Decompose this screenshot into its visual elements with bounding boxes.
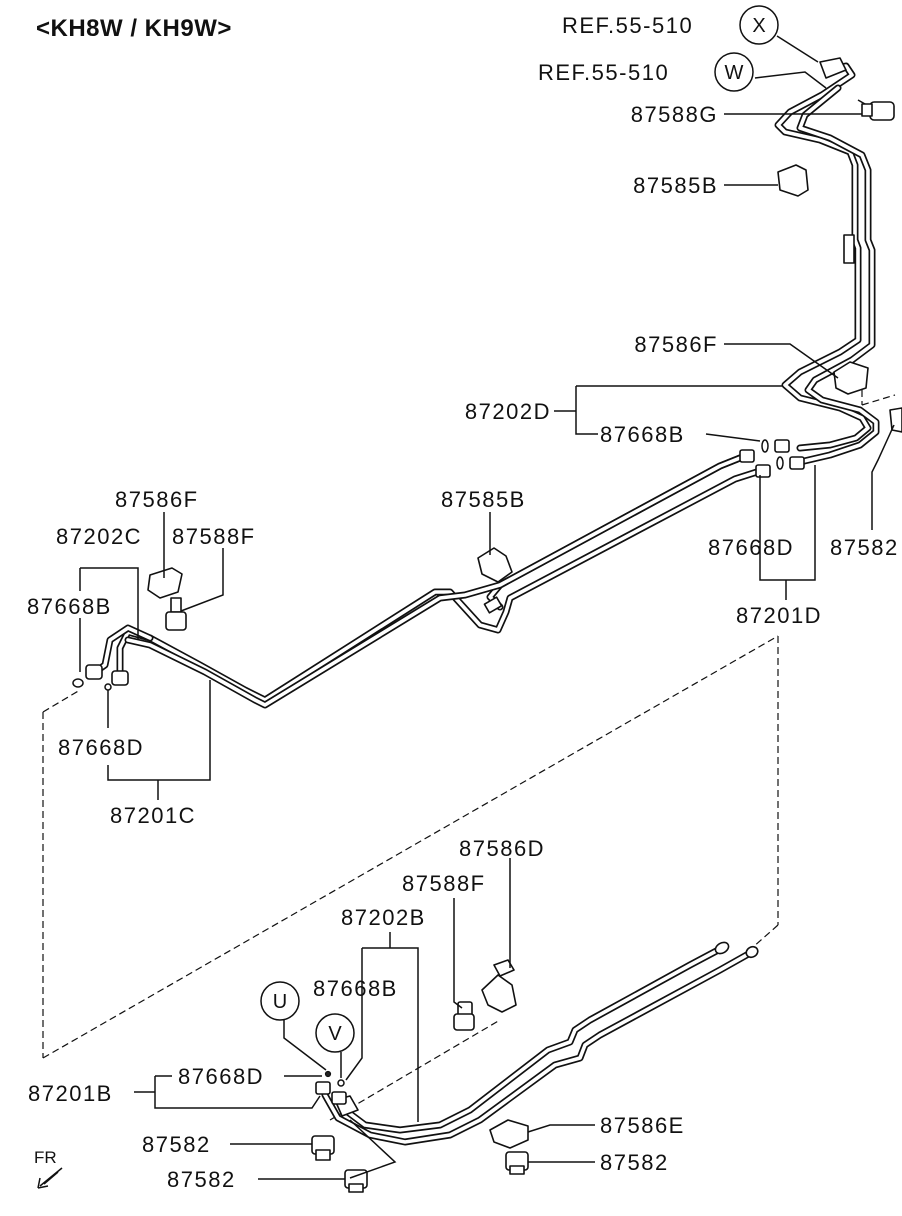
callout-v-letter: V	[328, 1023, 342, 1045]
clip-87585B-top-icon	[777, 164, 809, 197]
parts	[72, 57, 902, 1193]
bolt-87588F-bottom-icon	[453, 1001, 475, 1031]
o-ring-icon	[104, 683, 112, 691]
pipe-fitting	[745, 945, 759, 959]
ref-label-x: REF.55-510	[562, 13, 693, 38]
o-ring-icon	[72, 678, 84, 688]
clip-87586D-icon	[481, 974, 517, 1013]
clip-87586E-icon	[489, 1119, 529, 1149]
label-87585B-top: 87585B	[633, 173, 718, 198]
label-87668B-bottom: 87668B	[313, 976, 398, 1001]
label-87588F-left: 87588F	[172, 524, 256, 549]
fitting-87668B-left	[85, 664, 103, 680]
label-87668D-right: 87668D	[708, 535, 794, 560]
o-ring-icon	[761, 439, 769, 453]
clip-87586D-tab	[493, 959, 515, 977]
label-87668D-left: 87668D	[58, 735, 144, 760]
fitting-87668B-right	[774, 439, 790, 453]
callout-u-letter: U	[273, 991, 287, 1013]
label-87585B-mid: 87585B	[441, 487, 526, 512]
label-87586F-right: 87586F	[634, 332, 718, 357]
diagram-title: <KH8W / KH9W>	[36, 15, 232, 42]
nut-87582-c-icon	[505, 1151, 529, 1175]
leader-lines	[79, 35, 895, 1180]
ref-callout-w	[714, 52, 754, 92]
o-ring-icon	[776, 456, 784, 470]
phantom-lines	[42, 390, 896, 1121]
label-87582-a: 87582	[142, 1132, 211, 1157]
flare-nut	[739, 449, 755, 463]
label-87668D-bottom: 87668D	[178, 1064, 264, 1089]
label-87582-right: 87582	[830, 535, 899, 560]
label-87201B: 87201B	[28, 1081, 113, 1106]
clip-87586F-left-icon	[147, 567, 183, 599]
nut-87582-a-icon	[311, 1135, 335, 1161]
pipe-assembly-lower	[321, 941, 759, 1146]
ref-letter-x: X	[752, 15, 765, 37]
ref-callout-x	[739, 5, 779, 45]
label-87588F-bottom: 87588F	[402, 871, 486, 896]
label-87586F-left: 87586F	[115, 487, 199, 512]
o-ring-icon	[337, 1079, 345, 1087]
callout-u	[260, 981, 300, 1021]
bolt-87588G-icon	[857, 99, 895, 121]
direction-arrow-icon	[37, 1167, 63, 1189]
clip-87586F-right-icon	[833, 361, 869, 395]
callout-v	[315, 1013, 355, 1053]
flare-nut	[755, 464, 771, 478]
label-87586D: 87586D	[459, 836, 545, 861]
part-labels: 87588G 87585B 87586F 87202D 87668B 87668…	[27, 102, 899, 1192]
pipe-sleeve	[483, 596, 503, 614]
label-87202C: 87202C	[56, 524, 142, 549]
label-87588G: 87588G	[631, 102, 718, 127]
fitting-87668D-right	[789, 456, 805, 470]
bolt-87588F-left-icon	[165, 597, 187, 631]
label-87582-b: 87582	[167, 1167, 236, 1192]
label-87668B-right: 87668B	[600, 422, 685, 447]
ref-label-w: REF.55-510	[538, 60, 669, 85]
label-87201D: 87201D	[736, 603, 822, 628]
label-87586E: 87586E	[600, 1113, 685, 1138]
ref-letter-w: W	[725, 62, 744, 84]
fr-label: FR	[34, 1148, 57, 1167]
fitting-87668D-left	[111, 670, 129, 686]
label-87202D: 87202D	[465, 399, 551, 424]
fitting-87668D-bottom	[315, 1081, 331, 1095]
label-87582-c: 87582	[600, 1150, 669, 1175]
label-87202B: 87202B	[341, 905, 426, 930]
label-87201C: 87201C	[110, 803, 196, 828]
fitting-87668B-bottom	[331, 1091, 347, 1105]
pipe-fitting	[714, 941, 730, 955]
connector-clip-top	[819, 57, 847, 79]
label-87668B-left: 87668B	[27, 594, 112, 619]
pipe-assembly-upper	[91, 62, 880, 709]
clip-87585B-mid-icon	[477, 547, 513, 583]
front-direction-indicator: FR	[34, 1148, 63, 1189]
o-ring-icon	[324, 1070, 332, 1078]
pipe-sleeve	[843, 234, 855, 264]
